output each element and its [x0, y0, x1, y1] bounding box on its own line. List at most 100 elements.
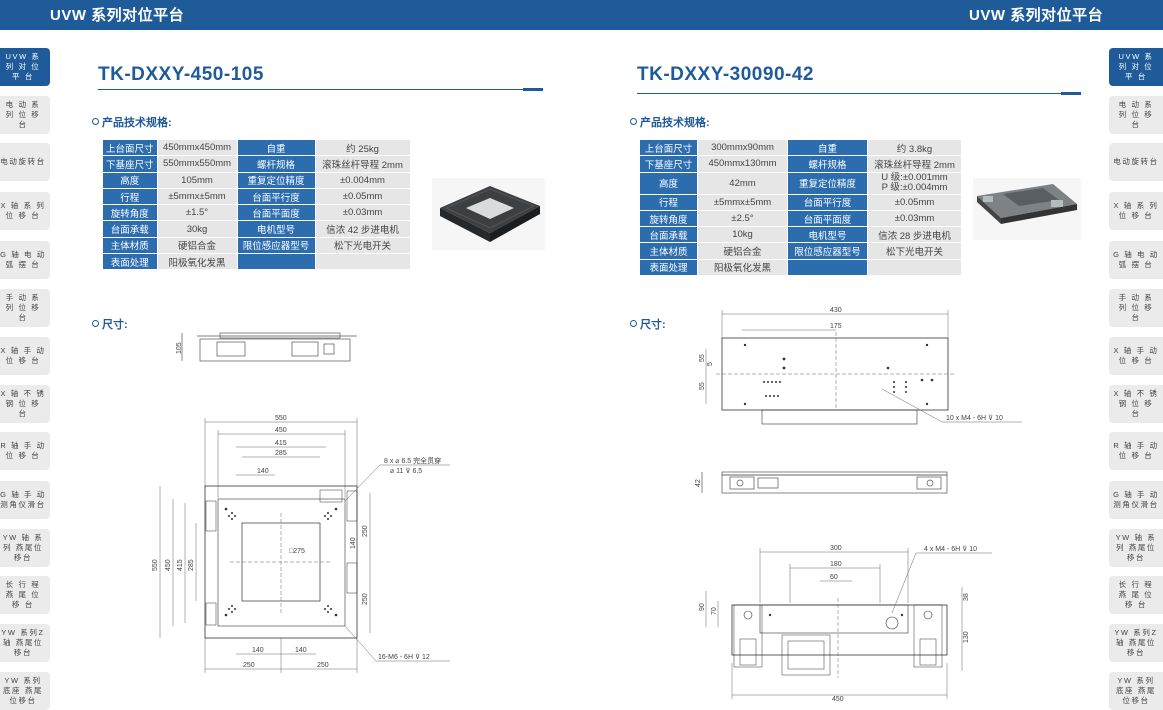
- spec-key: 螺杆规格: [787, 155, 868, 173]
- side-tab-3[interactable]: X 轴 系 列 位 移 台: [1109, 192, 1163, 230]
- side-tab-8[interactable]: R 轴 手 动 位 移 台: [1109, 432, 1163, 470]
- bullet-icon: [630, 118, 637, 125]
- side-tab-5[interactable]: 手 动 系 列 位 移 台: [1109, 289, 1163, 327]
- side-tab-12[interactable]: YW 系列Z轴 燕尾位移台: [1109, 624, 1163, 662]
- left-title-underline-accent: [523, 88, 543, 91]
- spec-value: 约 3.8kg: [867, 138, 962, 157]
- spec-row: 表面处理阳极氧化发黑: [102, 253, 411, 271]
- side-tab-6[interactable]: X 轴 手 动 位 移 台: [0, 337, 50, 375]
- spec-value: 约 25kg: [314, 138, 411, 157]
- spec-value: 信浓 28 步进电机: [867, 226, 962, 244]
- spec-value-line: P 级:±0.004mm: [881, 182, 948, 194]
- spec-key: 电机型号: [787, 226, 868, 244]
- side-tab-7[interactable]: X 轴 不 锈 钢 位 移 台: [0, 385, 50, 423]
- spec-key: 电机型号: [236, 220, 316, 238]
- spec-value: 松下光电开关: [867, 242, 962, 260]
- spec-key: 表面处理: [639, 258, 698, 277]
- spec-key: 自重: [236, 138, 316, 157]
- left-center-label: □275: [289, 548, 305, 555]
- side-tab-8[interactable]: R 轴 手 动 位 移 台: [0, 432, 50, 470]
- right-dim-130: 130: [963, 631, 970, 643]
- spec-key: 行程: [102, 187, 158, 206]
- right-dim-300: 300: [830, 545, 842, 552]
- left-side-view-drawing: 105: [176, 332, 357, 362]
- left-top-view-drawing: 550 450 415 285 140 8 x ⌀ 6.5 完全贯穿 ⌀ 11 …: [152, 415, 450, 673]
- side-tab-12[interactable]: YW 系列Z轴 燕尾位移台: [0, 624, 50, 662]
- side-tab-2[interactable]: 电动旋转台: [1109, 143, 1163, 181]
- right-dim-90: 90: [699, 603, 706, 611]
- spec-key: 限位感应器型号: [787, 242, 868, 260]
- side-tab-13[interactable]: YW 系列底座 燕尾位移台: [1109, 672, 1163, 710]
- spec-key: 重复定位精度: [236, 171, 316, 189]
- left-dim-450-top: 450: [275, 427, 287, 434]
- side-tab-1[interactable]: 电 动 系 列 位 移 台: [0, 96, 50, 134]
- spec-value: ±0.004mm: [314, 171, 411, 189]
- spec-value: [314, 253, 411, 271]
- side-tab-4[interactable]: G 轴 电 动 弧 摆 台: [0, 241, 50, 279]
- side-tab-10[interactable]: YW 轴 系 列 燕尾位移台: [1109, 529, 1163, 567]
- spec-row: 旋转角度±2.5°台面平面度±0.03mm: [639, 209, 962, 228]
- right-bottom-view-drawing: 300 180 60 4 x M4 - 6H ⊽ 10 90 70 38 130…: [699, 545, 992, 703]
- right-dim-55-b: 55: [699, 382, 706, 390]
- spec-key: 限位感应器型号: [236, 236, 316, 255]
- left-dim-415-side: 415: [177, 559, 184, 571]
- left-hole-note-1: 8 x ⌀ 6.5 完全贯穿: [384, 456, 441, 465]
- side-tab-0[interactable]: UVW 系 列 对 位 平 台: [0, 48, 50, 86]
- side-tab-11[interactable]: 长 行 程 燕 尾 位 移 台: [0, 576, 50, 614]
- spec-key: 上台面尺寸: [102, 138, 158, 157]
- right-dim-180: 180: [830, 561, 842, 568]
- spec-value: ±5mmx±5mm: [156, 187, 238, 206]
- spec-key: 重复定位精度: [787, 171, 868, 195]
- side-tab-9[interactable]: G 轴 手 动 测角仪滑台: [0, 481, 50, 519]
- side-tab-3[interactable]: X 轴 系 列 位 移 台: [0, 192, 50, 230]
- spec-value: 42mm: [697, 171, 788, 195]
- spec-key: 下基座尺寸: [102, 155, 158, 173]
- spec-value: 550mmx550mm: [156, 155, 238, 173]
- spec-key: 主体材质: [102, 236, 158, 255]
- side-tab-13[interactable]: YW 系列底座 燕尾位移台: [0, 672, 50, 710]
- left-dim-250-right-top: 250: [362, 525, 369, 537]
- left-dim-285-side: 285: [188, 559, 195, 571]
- left-spec-heading: 产品技术规格:: [92, 114, 172, 130]
- spec-key: 台面承载: [102, 220, 158, 238]
- left-dim-140-bottom-a: 140: [252, 647, 264, 654]
- header-title-left: UVW 系列对位平台: [50, 7, 185, 24]
- spec-value: 滚珠丝杆导程 2mm: [314, 155, 411, 173]
- side-tab-9[interactable]: G 轴 手 动 测角仪滑台: [1109, 481, 1163, 519]
- left-dim-450-side: 450: [165, 559, 172, 571]
- side-tab-11[interactable]: 长 行 程 燕 尾 位 移 台: [1109, 576, 1163, 614]
- left-hole-note-2: ⌀ 11 ⊽ 6.5: [390, 467, 422, 475]
- side-tab-4[interactable]: G 轴 电 动 弧 摆 台: [1109, 241, 1163, 279]
- spec-value: [867, 258, 962, 277]
- side-tab-1[interactable]: 电 动 系 列 位 移 台: [1109, 96, 1163, 134]
- right-product-image: [973, 178, 1081, 240]
- side-tab-6[interactable]: X 轴 手 动 位 移 台: [1109, 337, 1163, 375]
- right-title-underline: [637, 93, 1081, 94]
- spec-value: ±1.5°: [156, 204, 238, 222]
- left-dim-140-bottom-b: 140: [295, 647, 307, 654]
- spec-value-line: U 级:±0.001mm: [881, 172, 948, 184]
- side-tab-7[interactable]: X 轴 不 锈 钢 位 移 台: [1109, 385, 1163, 423]
- side-tab-0[interactable]: UVW 系 列 对 位 平 台: [1109, 48, 1163, 86]
- left-dim-550-top: 550: [275, 415, 287, 422]
- spec-value: 450mmx130mm: [697, 155, 788, 173]
- side-tab-5[interactable]: 手 动 系 列 位 移 台: [0, 289, 50, 327]
- side-tab-2[interactable]: 电动旋转台: [0, 143, 50, 181]
- spec-key: 螺杆规格: [236, 155, 316, 173]
- right-dim-175: 175: [830, 323, 842, 330]
- spec-key: 旋转角度: [639, 209, 698, 228]
- spec-key: 自重: [787, 138, 868, 157]
- right-dim-70: 70: [711, 607, 718, 615]
- left-dim-250-bottom-a: 250: [243, 662, 255, 669]
- right-side-height: 42: [695, 479, 702, 487]
- spec-key: 下基座尺寸: [639, 155, 698, 173]
- spec-value: 450mmx450mm: [156, 138, 238, 157]
- right-dim-60: 60: [830, 574, 838, 581]
- side-tab-10[interactable]: YW 轴 系 列 燕尾位移台: [0, 529, 50, 567]
